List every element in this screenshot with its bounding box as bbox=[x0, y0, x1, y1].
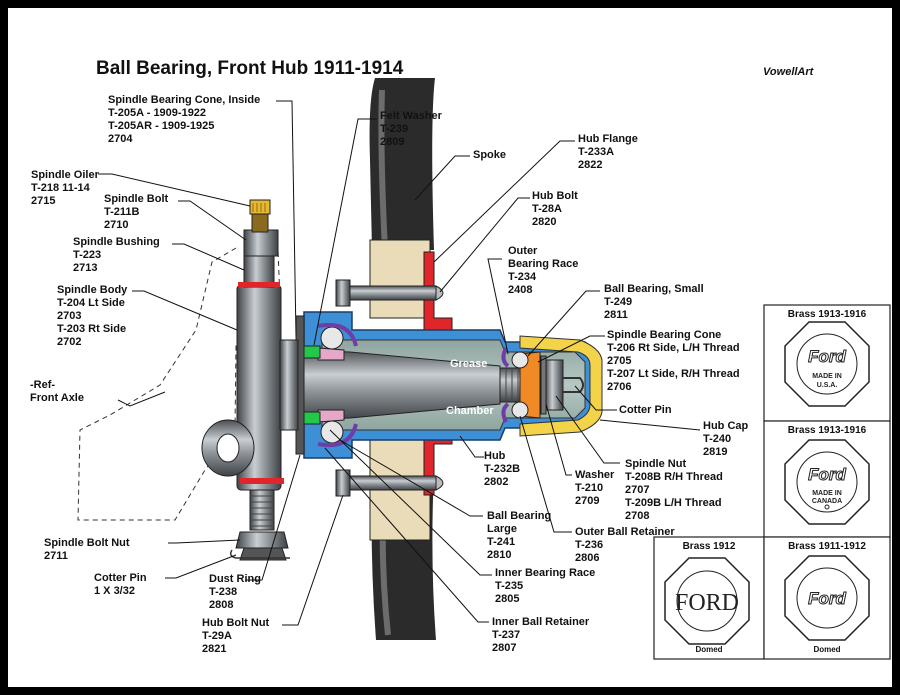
chamber-label: Chamber bbox=[446, 405, 494, 417]
label-cotter-pin-right: Cotter Pin bbox=[619, 404, 672, 416]
cotter-pin-left-shape bbox=[229, 549, 290, 559]
wood-spoke-top bbox=[369, 239, 431, 319]
spoke-top bbox=[369, 78, 435, 251]
bushing-seal-top bbox=[238, 282, 280, 287]
cap1-logo: Ford bbox=[808, 347, 846, 366]
cap1-ring bbox=[796, 333, 858, 395]
spindle-bolt-thread-lower bbox=[240, 478, 284, 531]
cap4-logo: Ford bbox=[808, 589, 846, 608]
hub-bolt-top bbox=[335, 279, 444, 307]
spindle-bolt-nut-shape bbox=[235, 531, 289, 549]
grease-label: Grease bbox=[450, 358, 488, 370]
cap3-logo: FORD bbox=[675, 590, 739, 616]
outer-cone-shape bbox=[519, 351, 541, 419]
cap3-ring bbox=[676, 570, 738, 632]
cap4-ring bbox=[796, 567, 858, 629]
spindle-arm-eye bbox=[201, 419, 255, 477]
cap3-title: Brass 1912 bbox=[682, 541, 736, 552]
cap2-logo: Ford bbox=[808, 465, 846, 484]
spindle-collar bbox=[279, 339, 299, 431]
cap2-ring bbox=[796, 451, 858, 513]
inner-race-top bbox=[317, 347, 345, 361]
label-front-axle: -Ref-Front Axle bbox=[30, 379, 84, 404]
hub-bolt-bottom bbox=[335, 469, 444, 497]
label-spoke: Spoke bbox=[473, 149, 507, 161]
cap2-dot bbox=[824, 504, 830, 510]
hub-cap-shape bbox=[519, 335, 603, 437]
cap1-line2: U.S.A. bbox=[817, 382, 838, 389]
felt-washer-bottom bbox=[303, 411, 321, 425]
inner-race-bottom bbox=[317, 409, 345, 423]
cap1-title: Brass 1913-1916 bbox=[787, 309, 867, 320]
spindle-bolt-head bbox=[243, 229, 279, 257]
small-ball-bottom bbox=[511, 401, 529, 419]
cap4-foot: Domed bbox=[813, 645, 841, 654]
cap1-line1: MADE IN bbox=[812, 373, 842, 380]
outer-retainer-shape bbox=[501, 347, 510, 423]
diagram-credit: VowellArt bbox=[763, 66, 814, 78]
small-ball-top bbox=[511, 351, 529, 369]
cap4-title: Brass 1911-1912 bbox=[788, 541, 866, 552]
large-ball-top bbox=[320, 326, 344, 350]
leader-lines bbox=[98, 100, 701, 626]
diagram-title: Ball Bearing, Front Hub 1911-1914 bbox=[96, 58, 404, 79]
cap2-line2: CANADA bbox=[812, 498, 842, 505]
felt-washer-top bbox=[303, 345, 321, 359]
cap2-line1: MADE IN bbox=[812, 490, 842, 497]
spindle-bolt-nut-castle bbox=[239, 547, 287, 561]
cap2-title: Brass 1913-1916 bbox=[787, 425, 867, 436]
washer-shape bbox=[540, 355, 547, 415]
spindle-oiler-shape bbox=[249, 199, 271, 233]
cap3-foot: Domed bbox=[695, 645, 723, 654]
